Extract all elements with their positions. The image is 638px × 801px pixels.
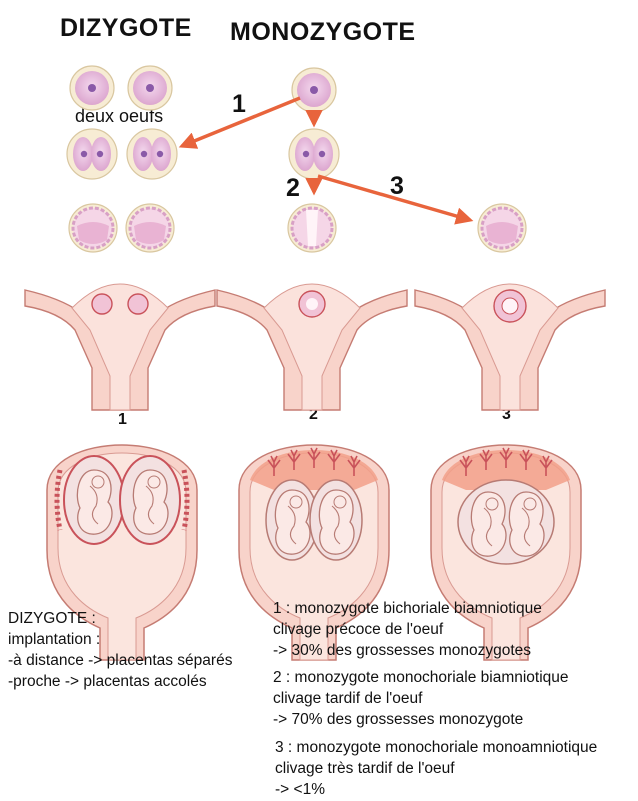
case-2-notes: 2 : monozygote monochoriale biamniotique… bbox=[273, 667, 569, 730]
dizygote-line: -à distance -> placentas séparés bbox=[8, 650, 232, 671]
zygote-monozygote bbox=[292, 68, 336, 112]
case-1-line: clivage précoce de l'oeuf bbox=[273, 619, 542, 640]
case-1-line: -> 30% des grossesses monozygotes bbox=[273, 640, 542, 661]
blastocyst-3 bbox=[478, 204, 526, 252]
zygote-dizygote-2 bbox=[128, 66, 172, 110]
case-3-notes: 3 : monozygote monochoriale monoamniotiq… bbox=[275, 737, 597, 800]
blastocyst-splitting bbox=[288, 204, 336, 252]
case-2-line: clivage tardif de l'oeuf bbox=[273, 688, 569, 709]
two-cell-embryo-2 bbox=[127, 129, 177, 179]
case-1-line: 1 : monozygote bichoriale biamniotique bbox=[273, 598, 542, 619]
arrow-1 bbox=[182, 98, 300, 146]
arrow-3 bbox=[318, 176, 470, 220]
two-cell-embryo-mono bbox=[289, 129, 339, 179]
uterus-implantation-3 bbox=[415, 284, 605, 410]
blastocyst-2 bbox=[126, 204, 174, 252]
case-1-notes: 1 : monozygote bichoriale biamniotique c… bbox=[273, 598, 542, 661]
case-2-line: -> 70% des grossesses monozygote bbox=[273, 709, 569, 730]
dizygote-notes: DIZYGOTE : implantation : -à distance ->… bbox=[8, 608, 232, 692]
case-3-line: -> <1% bbox=[275, 779, 597, 800]
case-2-line: 2 : monozygote monochoriale biamniotique bbox=[273, 667, 569, 688]
blastocyst-1 bbox=[69, 204, 117, 252]
uterus-implantation-1 bbox=[25, 284, 215, 410]
case-3-line: clivage très tardif de l'oeuf bbox=[275, 758, 597, 779]
dizygote-line: DIZYGOTE : bbox=[8, 608, 232, 629]
case-3-line: 3 : monozygote monochoriale monoamniotiq… bbox=[275, 737, 597, 758]
two-cell-embryo-1 bbox=[67, 129, 117, 179]
dizygote-line: implantation : bbox=[8, 629, 232, 650]
uterus-implantation-2 bbox=[217, 284, 407, 410]
zygote-dizygote-1 bbox=[70, 66, 114, 110]
dizygote-line: -proche -> placentas accolés bbox=[8, 671, 232, 692]
